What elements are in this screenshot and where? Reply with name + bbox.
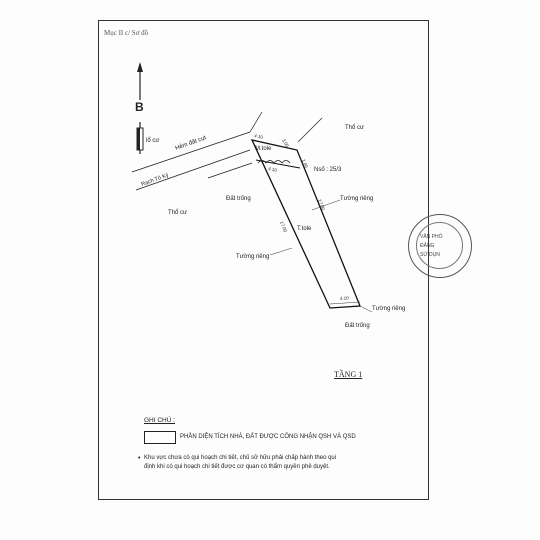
legend-swatch (144, 431, 176, 444)
north-arrow-icon (137, 62, 143, 72)
dim-width-inner: 4.10 (268, 166, 278, 173)
dim-short-top: 3.00 (281, 138, 290, 149)
road-edge-bottom (135, 149, 251, 191)
dim-width-top: 4.10 (254, 133, 264, 140)
section-title: Mục II c/ Sơ đồ (104, 29, 149, 37)
note-line-2: định khi có qui hoạch chi tiết được cơ q… (144, 464, 330, 470)
tuong-rieng-right-label: Tường riêng (340, 196, 374, 202)
compass-bar-fill (137, 128, 140, 150)
dat-trong-bottom-label: Đất trống (345, 323, 370, 329)
lo-cu-label: lổ cư (146, 138, 160, 144)
leader-wall-left (269, 247, 293, 256)
compass-letter: B (135, 100, 144, 114)
tho-cu-left-label: Thổ cư (168, 210, 188, 216)
road-edge-top (131, 131, 251, 173)
lot-boundary-left-ext (249, 111, 263, 133)
leader-wall-bottom (359, 305, 373, 313)
stamp-line-2: ĐĂNG (420, 243, 435, 249)
dim-short-right: 1.00 (301, 159, 309, 169)
roof-top-label: M.tole (255, 146, 272, 152)
tho-cu-right-label: Thổ cư (345, 125, 365, 131)
tuong-rieng-left-label: Tường riêng (236, 254, 270, 260)
dat-trong-left-label: Đất trống (226, 196, 251, 202)
dim-length-left: 17.00 (279, 221, 288, 234)
stamp-line-3: SỬ DỤN (420, 252, 440, 258)
dim-line-bottom (329, 301, 361, 305)
alley-label: Hẻm đất cụt (175, 135, 208, 152)
front-structure-line (255, 159, 301, 169)
roof-main-label: T.tole (297, 226, 312, 232)
floor-label: TẦNG 1 (334, 370, 363, 379)
lot-boundary-right-ext (297, 117, 323, 143)
dim-length-right: 17.00 (317, 199, 326, 212)
official-stamp (408, 214, 472, 278)
compass-marker (136, 62, 144, 154)
note-bullet: • (138, 455, 141, 462)
notes-title: GHI CHÚ : (144, 417, 176, 424)
leader-wall-right (311, 199, 341, 211)
tuong-rieng-bottom-label: Tường riêng (372, 306, 406, 312)
house-number: Nsố : 25/3 (314, 167, 342, 173)
stamp-line-1: VĂN PHÒ (420, 234, 443, 240)
stamp-inner-ring (416, 222, 463, 269)
roof-edge (257, 160, 291, 164)
dim-width-bottom: 4.10 (340, 296, 350, 301)
alley-edge (207, 162, 253, 179)
legend-text: PHẦN DIỆN TÍCH NHÀ, ĐẤT ĐƯỢC CÔNG NHẬN Q… (180, 434, 356, 440)
note-line-1: Khu vực chưa có qui hoạch chi tiết, chủ … (144, 455, 337, 461)
